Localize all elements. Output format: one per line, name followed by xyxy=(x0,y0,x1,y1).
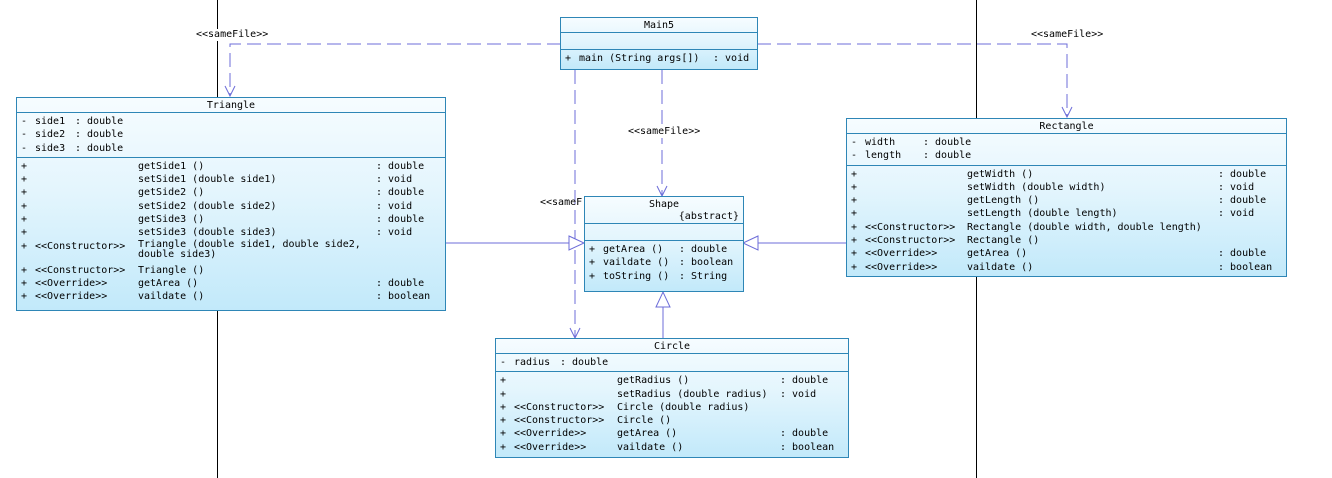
operation-row: +setLength (double length): void xyxy=(851,208,1255,220)
operation-row: + main (String args[]) : void xyxy=(565,53,750,64)
class-name: Circle xyxy=(653,341,691,352)
operation-row: +setWidth (double width): void xyxy=(851,181,1255,193)
class-rectangle[interactable]: Rectangle -width: double-length: double … xyxy=(846,118,1287,277)
operation-row: +<<Constructor>>Rectangle () xyxy=(851,235,1040,247)
attribute-row: -length: double xyxy=(851,150,972,162)
operation-row: +<<Override>>vaildate (): boolean xyxy=(500,441,835,453)
operation-row: +getRadius (): double xyxy=(500,375,829,387)
class-main5[interactable]: Main5 + main (String args[]) : void xyxy=(560,17,758,70)
class-circle[interactable]: Circle -radius: double +getRadius (): do… xyxy=(495,338,849,458)
operation-row: +getArea (): double xyxy=(589,244,728,255)
operation-row: +<<Constructor>>Triangle (double side1, … xyxy=(21,238,361,261)
operation-row: +setRadius (double radius): void xyxy=(500,388,817,400)
operation-section: +getArea (): double +vaildate (): boolean… xyxy=(585,240,743,285)
operation-row: +getSide2 (): double xyxy=(21,187,425,199)
attribute-section: -width: double -length: double xyxy=(847,133,1286,165)
attribute-section: -radius: double xyxy=(496,353,848,371)
attribute-section xyxy=(561,32,757,49)
arrowhead-triangle xyxy=(224,85,236,98)
operation-row: +<<Override>>vaildate (): boolean xyxy=(21,291,431,303)
attribute-row: -radius: double xyxy=(500,357,609,368)
generalization-head-bottom xyxy=(655,290,671,308)
class-name: Shape xyxy=(648,199,680,210)
operation-row: +getSide1 (): double xyxy=(21,160,425,172)
class-name: Rectangle xyxy=(1039,121,1094,132)
operation-section: +getRadius (): double+setRadius (double … xyxy=(496,371,848,456)
attribute-row: -side2: double xyxy=(21,129,124,141)
operation-row: +getSide3 (): double xyxy=(21,214,425,226)
attribute-row: -width: double xyxy=(851,137,972,148)
operation-row: +<<Override>>getArea (): double xyxy=(851,248,1267,260)
operation-row: +<<Override>>getArea (): double xyxy=(500,428,829,440)
attribute-row: -side3: double xyxy=(21,142,124,154)
operation-section: + main (String args[]) : void xyxy=(561,49,757,67)
attribute-row: -side1: double xyxy=(21,116,124,127)
attribute-section: -side1: double -side2: double-side3: doub… xyxy=(17,112,445,157)
arrowhead-rectangle xyxy=(1061,106,1073,119)
operation-row: +getWidth (): double xyxy=(851,168,1267,180)
abstract-stereotype: {abstract} xyxy=(678,211,739,222)
operation-row: +setSide2 (double side2): void xyxy=(21,200,413,212)
operation-section: +getSide1 (): double +setSide1 (double si… xyxy=(17,156,445,306)
attribute-section xyxy=(585,223,743,240)
generalization-head-right xyxy=(741,235,759,251)
operation-row: +vaildate (): boolean xyxy=(589,257,734,269)
operation-row: +<<Constructor>>Circle (double radius) xyxy=(500,401,750,413)
samefile-label-shape: <<sameFile>> xyxy=(627,126,702,138)
class-name: Main5 xyxy=(643,20,675,31)
operation-section: +getWidth (): double+setWidth (double wi… xyxy=(847,164,1286,276)
operation-row: +<<Constructor>>Triangle () xyxy=(21,264,205,276)
samefile-label-triangle: <<sameFile>> xyxy=(195,29,270,41)
class-shape[interactable]: Shape {abstract} +getArea (): double +vai… xyxy=(584,196,744,292)
class-triangle[interactable]: Triangle -side1: double -side2: double-si… xyxy=(16,97,446,311)
operation-row: +<<Constructor>>Rectangle (double width,… xyxy=(851,221,1202,233)
operation-row: +toString (): String xyxy=(589,270,728,282)
class-name: Triangle xyxy=(206,100,256,111)
operation-row: +<<Override>>vaildate (): boolean xyxy=(851,261,1273,273)
generalization-head-left xyxy=(568,235,586,251)
operation-row: +<<Override>>getArea (): double xyxy=(21,277,425,289)
operation-row: +getLength (): double xyxy=(851,195,1267,207)
samefile-label-circle: <<sameF xyxy=(540,197,583,208)
dependency-main5-rectangle xyxy=(757,43,1068,117)
operation-row: +setSide3 (double side3): void xyxy=(21,227,413,239)
dependency-main5-triangle xyxy=(229,43,561,96)
operation-row: +<<Constructor>>Circle () xyxy=(500,415,672,427)
samefile-label-rectangle: <<sameFile>> xyxy=(1030,29,1105,41)
operation-row: +setSide1 (double side1): void xyxy=(21,174,413,186)
